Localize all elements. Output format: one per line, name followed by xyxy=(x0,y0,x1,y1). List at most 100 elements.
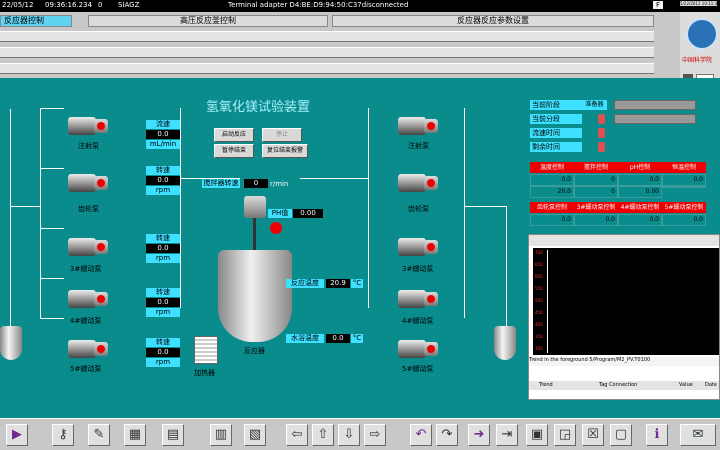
right-tank xyxy=(494,326,516,360)
elapsed-spinner[interactable] xyxy=(598,128,605,138)
left-pump-3-value[interactable]: 0.0 xyxy=(146,244,180,253)
reactor-vessel[interactable] xyxy=(218,250,292,342)
monitor-icon[interactable]: ▢ xyxy=(610,424,632,446)
left-pump-4-value[interactable]: 0.0 xyxy=(146,298,180,307)
document-icon[interactable]: ▥ xyxy=(210,424,232,446)
forward-icon[interactable]: ➜ xyxy=(468,424,490,446)
reactor-temp-value[interactable]: 20.9 xyxy=(326,279,350,288)
arrow-down-icon[interactable]: ⇩ xyxy=(338,424,360,446)
status-message: Terminal adapter D4:BE:D9:94:50:C37disco… xyxy=(228,1,409,9)
table1-header-3: pH控制 xyxy=(618,162,662,173)
trend-y-tick: 600 xyxy=(535,274,543,279)
print-icon[interactable]: ▧ xyxy=(244,424,266,446)
table1-cell: 0.00 xyxy=(618,186,662,198)
left-pump-1[interactable] xyxy=(64,113,110,139)
left-pump-5[interactable] xyxy=(64,336,110,362)
bottom-toolbar: ▶ ⚷ ✎ ▦ ▤ ▥ ▧ ⇦ ⇧ ⇩ ⇨ ↶ ↷ ➜ ⇥ ▣ ◲ ☒ ▢ ℹ … xyxy=(0,418,720,450)
status-station: SIAGZ xyxy=(118,1,140,9)
right-pump-2[interactable] xyxy=(394,170,440,196)
table2-header-1: 齿轮泵控制 xyxy=(530,202,574,213)
trend-col[interactable]: Date xyxy=(705,382,717,388)
arrow-left-icon[interactable]: ⇦ xyxy=(286,424,308,446)
trend-table-header: Trend Tag Connection Value Date xyxy=(529,381,719,390)
substage-spinner[interactable] xyxy=(598,114,605,124)
close-window-icon[interactable]: ☒ xyxy=(582,424,604,446)
right-pump-3[interactable] xyxy=(394,234,440,260)
menu-row-1[interactable] xyxy=(0,31,654,42)
left-pump-4-unit: rpm xyxy=(146,308,180,317)
right-pump-2-label: 齿轮泵 xyxy=(408,205,429,213)
left-pump-2-value[interactable]: 0.0 xyxy=(146,176,180,185)
arrow-right-icon[interactable]: ⇨ xyxy=(364,424,386,446)
next-icon[interactable]: ⇥ xyxy=(496,424,518,446)
right-pump-5[interactable] xyxy=(394,336,440,362)
menu-reactor-control[interactable]: 反应器控制 xyxy=(0,15,72,27)
right-pump-1-label: 注射泵 xyxy=(408,142,429,150)
ph-label: PH值 xyxy=(268,209,292,218)
stop-button[interactable]: 停止 xyxy=(262,128,302,142)
trend-window[interactable]: 700 650 600 550 500 450 400 350 300 Tren… xyxy=(528,234,720,400)
substage-label: 当前分段 xyxy=(530,114,582,124)
ph-value[interactable]: 0.00 xyxy=(293,209,323,218)
left-tank xyxy=(0,326,22,360)
undo-icon[interactable]: ↶ xyxy=(410,424,432,446)
play-icon[interactable]: ▶ xyxy=(6,424,28,446)
key-icon[interactable]: ⚷ xyxy=(52,424,74,446)
edit-icon[interactable]: ✎ xyxy=(88,424,110,446)
arrow-up-icon[interactable]: ⇧ xyxy=(312,424,334,446)
reactor-temp-unit: °C xyxy=(351,279,363,288)
help-icon[interactable]: ✉ xyxy=(680,424,716,446)
trend-y-axis xyxy=(547,250,548,353)
info-panel: 当前阶段 准备器 当前分段 流速时间 剩余时间 温度控制 搅拌控制 pH控制 恒… xyxy=(528,96,720,232)
menu-row-3[interactable] xyxy=(0,63,654,74)
left-pump-2[interactable] xyxy=(64,170,110,196)
start-reaction-button[interactable]: 启动反应 xyxy=(214,128,254,142)
left-pump-3[interactable] xyxy=(64,234,110,260)
trend-col[interactable]: Tag Connection xyxy=(599,382,638,388)
menu-autoclave-control[interactable]: 高压反应釜控制 xyxy=(88,15,328,27)
resize-icon[interactable]: ◲ xyxy=(554,424,576,446)
left-pump-5-unit: rpm xyxy=(146,358,180,367)
table2-cell: 0.0 xyxy=(530,214,574,226)
left-pump-1-value[interactable]: 0.0 xyxy=(146,130,180,139)
reset-alarm-button[interactable]: 复位结束报警 xyxy=(262,144,308,158)
left-pump-4-label: 4#蠕动泵 xyxy=(70,317,102,325)
heater-label: 加热器 xyxy=(194,369,215,377)
left-pump-5-value[interactable]: 0.0 xyxy=(146,348,180,357)
left-pump-4[interactable] xyxy=(64,286,110,312)
bath-temp-value[interactable]: 0.0 xyxy=(326,334,350,343)
trend-y-tick: 450 xyxy=(535,310,543,315)
stirrer-label: 搅拌器转速 xyxy=(202,179,240,188)
logo-caption: 中国科学院 xyxy=(682,57,713,64)
bath-temp-unit: °C xyxy=(351,334,363,343)
pipe xyxy=(40,278,64,279)
pipe xyxy=(180,108,181,308)
trend-plot[interactable]: 700 650 600 550 500 450 400 350 300 xyxy=(533,248,719,355)
pause-button[interactable]: 暂停结束 xyxy=(214,144,254,158)
stirrer-motor-icon[interactable] xyxy=(244,196,266,218)
trend-toolbar[interactable] xyxy=(529,235,719,246)
pipe xyxy=(10,109,11,329)
status-flag[interactable]: F xyxy=(653,1,663,9)
info-icon[interactable]: ℹ xyxy=(646,424,668,446)
window-icon[interactable]: ▣ xyxy=(526,424,548,446)
redo-icon[interactable]: ↷ xyxy=(436,424,458,446)
pipe xyxy=(464,206,506,207)
left-pump-2-label: 齿轮泵 xyxy=(78,205,99,213)
right-pump-1[interactable] xyxy=(394,113,440,139)
stirrer-value[interactable]: 0 xyxy=(244,179,268,188)
chart-icon[interactable]: ▤ xyxy=(162,424,184,446)
layout-icon[interactable]: ▦ xyxy=(124,424,146,446)
status-date: 22/05/12 xyxy=(2,1,34,9)
menu-row-2[interactable] xyxy=(0,47,654,58)
trend-col[interactable]: Value xyxy=(679,382,693,388)
right-pump-4[interactable] xyxy=(394,286,440,312)
trend-y-tick: 500 xyxy=(535,298,543,303)
reactor-temp-label: 反应温度 xyxy=(286,279,324,288)
menu-reaction-params[interactable]: 反应器反应参数设置 xyxy=(332,15,654,27)
trend-col[interactable]: Trend xyxy=(539,382,553,388)
remaining-spinner[interactable] xyxy=(598,142,605,152)
remaining-label: 剩余时间 xyxy=(530,142,582,152)
heater-icon[interactable] xyxy=(194,336,218,364)
trend-y-tick: 700 xyxy=(535,250,543,255)
